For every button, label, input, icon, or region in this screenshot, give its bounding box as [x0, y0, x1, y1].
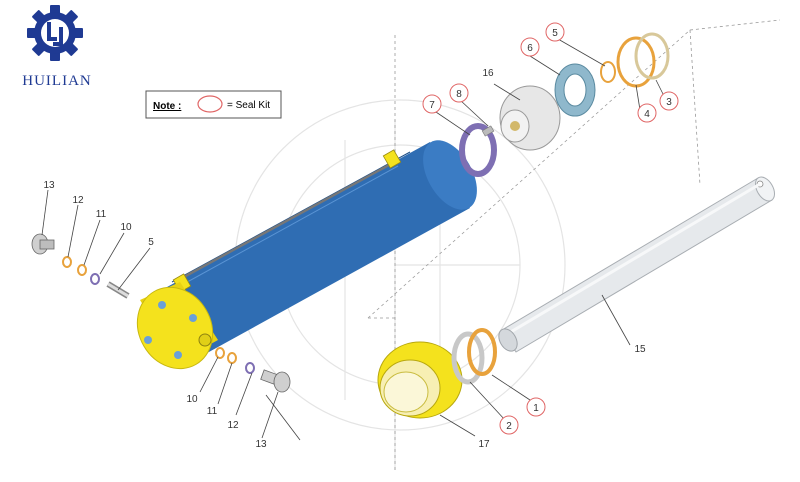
end-cap: [136, 282, 218, 370]
gear-logo-icon: [27, 5, 83, 61]
callout-12a: 12: [72, 195, 84, 206]
callout-12b: 12: [227, 420, 239, 431]
callout-13b: 13: [255, 439, 267, 450]
callout-16: 16: [482, 68, 494, 79]
callout-5: 5: [545, 22, 565, 42]
svg-text:1: 1: [533, 403, 539, 414]
svg-text:2: 2: [506, 421, 512, 432]
note-label: Note :: [153, 101, 181, 112]
left-fitting-assembly: [31, 233, 130, 299]
callout-11a: 11: [96, 209, 107, 220]
callout-6: 6: [520, 37, 540, 57]
callout-2: 2: [499, 415, 519, 435]
piston: [459, 32, 670, 177]
brand-name: HUILIAN: [22, 73, 91, 89]
callout-1: 1: [526, 397, 546, 417]
note-box: Note : = Seal Kit: [145, 90, 282, 119]
piston-rod: [498, 176, 775, 353]
callout-8: 8: [449, 83, 469, 103]
callout-5b: 5: [148, 237, 154, 248]
callout-11b: 11: [207, 406, 218, 417]
svg-text:6: 6: [527, 43, 533, 54]
svg-text:8: 8: [456, 89, 462, 100]
callout-17: 17: [478, 439, 490, 450]
callouts: 1 2 3 4 5 6 7 8 16 15 17 13 12 11 10 5 1…: [43, 22, 679, 450]
callout-4: 4: [637, 103, 657, 123]
svg-text:3: 3: [666, 97, 672, 108]
callout-15: 15: [634, 344, 646, 355]
svg-text:7: 7: [429, 100, 435, 111]
svg-text:5: 5: [552, 28, 558, 39]
tie-rod: [181, 158, 399, 280]
svg-text:4: 4: [644, 109, 650, 120]
callout-10a: 10: [120, 222, 132, 233]
bottom-fitting-assembly: [215, 347, 291, 393]
callout-10b: 10: [186, 394, 198, 405]
gland: [377, 341, 463, 419]
note-text: = Seal Kit: [227, 100, 270, 111]
leader-lines: [41, 38, 666, 441]
gland-seals: [451, 328, 497, 385]
callout-13a: 13: [43, 180, 55, 191]
brand-logo: HUILIAN: [22, 5, 91, 89]
callout-7: 7: [422, 94, 442, 114]
seal-kit-symbol: [197, 95, 223, 113]
callout-3: 3: [659, 91, 679, 111]
